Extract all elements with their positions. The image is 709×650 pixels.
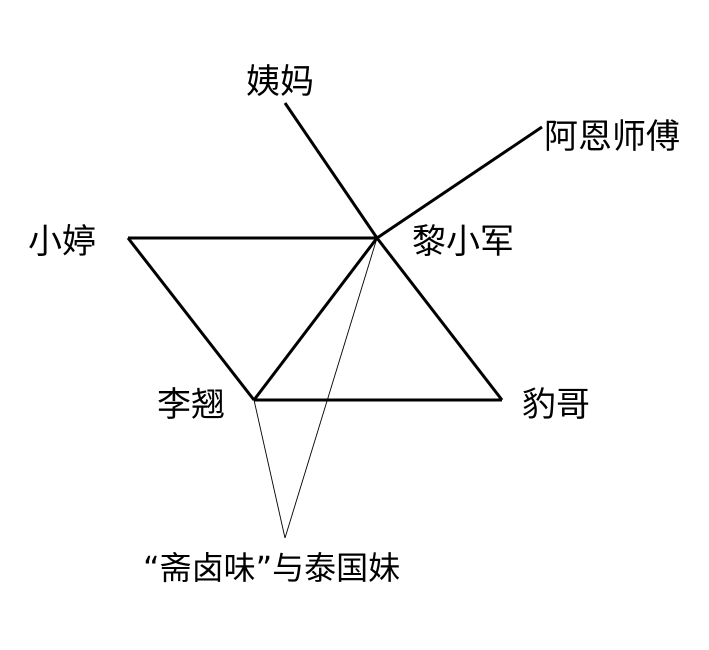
- node-label-lixiaojun: 黎小军: [412, 222, 514, 262]
- edge-lixiaojun-baoge: [375, 237, 504, 401]
- caption-zhai-luwei: “斋卤味”与泰国妹: [143, 549, 401, 587]
- node-label-xiaoting: 小婷: [28, 222, 96, 262]
- node-label-baoge: 豹哥: [522, 385, 590, 425]
- node-label-lixiang: 李翘: [157, 385, 225, 425]
- edge-lixiang-caption: [253, 399, 286, 539]
- edge-lixiaojun-caption: [284, 237, 378, 539]
- edge-yima-lixiaojun: [283, 102, 379, 239]
- edge-lixiaojun-aen: [376, 125, 543, 240]
- edge-xiaoting-lixiang: [126, 237, 256, 401]
- node-label-yima: 姨妈: [246, 62, 314, 102]
- edge-lixiaojun-lixiang: [252, 237, 379, 401]
- node-label-aen: 阿恩师傅: [544, 117, 680, 157]
